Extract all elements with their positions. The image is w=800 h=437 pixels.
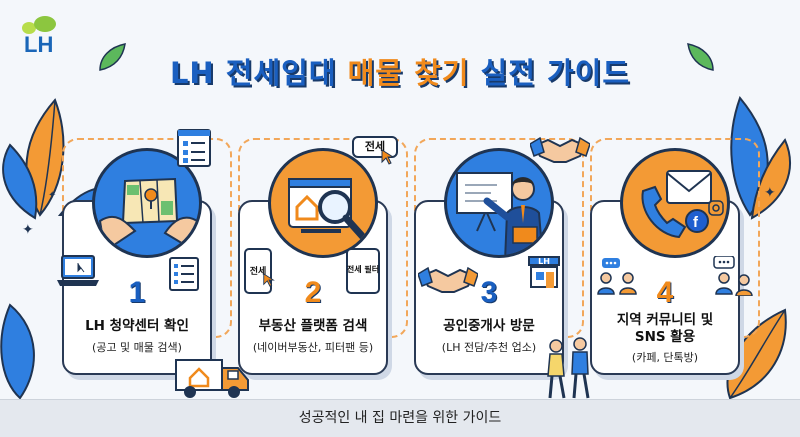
phone-mail-icon: f xyxy=(641,170,724,239)
phone-right: 전세 필터 xyxy=(346,248,380,294)
sparkle-icon: ✦ xyxy=(764,185,776,201)
document-icon xyxy=(169,257,199,291)
phone-left: 전세 xyxy=(244,248,272,294)
couple-walking-icon xyxy=(547,337,590,399)
cursor-icon xyxy=(263,273,275,287)
step-title: LH 청약센터 확인 xyxy=(85,318,189,334)
chat-people-icon xyxy=(713,256,753,296)
handshake-icon xyxy=(530,136,590,163)
handshake-icon-2 xyxy=(418,266,478,293)
search-house-illustration xyxy=(268,148,378,258)
lh-shop-icon: LH xyxy=(526,256,562,290)
sparkle-icon: ✦ xyxy=(22,222,34,238)
contact-illustration: f xyxy=(620,148,730,258)
checklist-icon xyxy=(177,129,211,167)
svg-text:f: f xyxy=(693,214,699,231)
leaf-green-icon xyxy=(99,43,126,71)
step-subtitle: (카페, 단톡방) xyxy=(631,351,699,364)
sparkle-icon: ✦ xyxy=(48,190,57,201)
step-subtitle: (네이버부동산, 피터팬 등) xyxy=(252,341,374,354)
page-title: LH 전세임대 매물 찾기 실전 가이드 xyxy=(169,56,631,90)
step-number: 3 xyxy=(480,276,498,309)
logo-text: LH xyxy=(24,32,54,57)
step-title: 부동산 플랫폼 검색 xyxy=(258,318,368,334)
step-title: 공인중개사 방문 xyxy=(443,318,535,334)
step-number: 4 xyxy=(656,276,674,309)
leaf-green-right-icon xyxy=(687,43,714,71)
search-icon xyxy=(288,178,367,241)
leaf-bottom-left-icon xyxy=(0,303,35,400)
cursor-icon xyxy=(381,149,395,165)
laptop-icon xyxy=(57,255,99,286)
agent-illustration xyxy=(444,148,554,258)
step-subtitle: (LH 전담/추천 업소) xyxy=(441,341,537,354)
moving-truck-icon xyxy=(175,359,249,398)
footer-caption: 성공적인 내 집 마련을 위한 가이드 xyxy=(0,399,800,437)
people-icon xyxy=(597,258,637,295)
step-number: 2 xyxy=(304,276,322,309)
lh-logo: LH xyxy=(22,14,82,57)
step-subtitle: (공고 및 매물 검색) xyxy=(92,341,182,354)
step-title: 지역 커뮤니티 및 SNS 활용 xyxy=(616,312,714,345)
step-number: 1 xyxy=(128,276,146,309)
